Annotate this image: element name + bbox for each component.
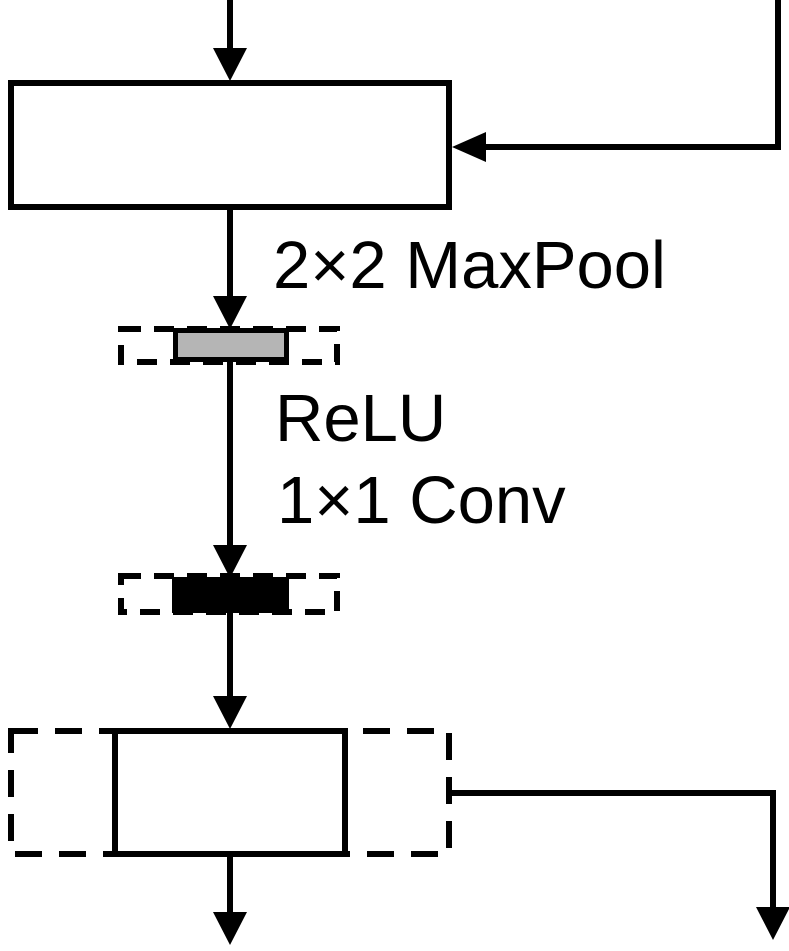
- output-block-arrow-line: [227, 613, 233, 700]
- relu-label: ReLU: [275, 381, 447, 456]
- output-block-arrow-head-icon: [213, 696, 247, 729]
- output-arrow-head-icon: [213, 912, 247, 945]
- skip-connection-horizontal-line: [484, 144, 781, 150]
- top-feature-map-box: [8, 80, 452, 210]
- branch-horizontal-line: [452, 790, 776, 796]
- skip-connection-arrow-head-icon: [452, 132, 486, 162]
- conv-label: 1×1 Conv: [277, 463, 566, 538]
- pooled-map-box: [173, 328, 289, 362]
- branch-vertical-line: [770, 790, 776, 910]
- maxpool-arrow-line: [227, 210, 233, 300]
- branch-arrow-head-icon: [756, 907, 789, 940]
- conv-arrow-head-icon: [213, 545, 247, 578]
- bottom-dashed-outline: [8, 728, 452, 857]
- bottom-feature-map-box: [112, 728, 348, 857]
- input-arrow-head-icon: [213, 48, 247, 81]
- conv-map-box: [172, 577, 289, 613]
- maxpool-arrow-head-icon: [213, 296, 247, 329]
- skip-connection-vertical-line: [775, 0, 781, 150]
- input-arrow-line: [227, 0, 233, 52]
- output-arrow-line: [227, 857, 233, 915]
- conv-arrow-line: [227, 362, 233, 548]
- maxpool-label: 2×2 MaxPool: [273, 228, 666, 303]
